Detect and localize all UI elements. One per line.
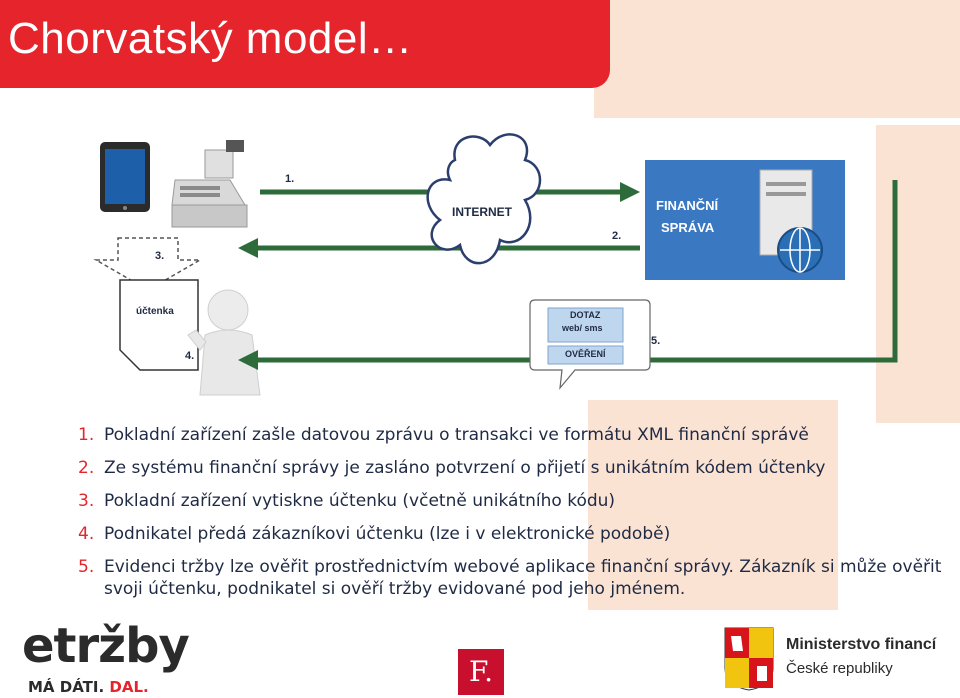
f-logo-text: F. — [469, 655, 493, 688]
list-item: 3. Pokladní zařízení vytiskne účtenku (v… — [78, 490, 948, 512]
list-item-number: 1. — [78, 425, 95, 445]
list-item: 5. Evidenci tržby lze ověřit prostřednic… — [78, 556, 948, 600]
etrzby-slogan-part-1: MÁ DÁTI. — [28, 678, 105, 696]
query-label-line-2: web/ sms — [562, 323, 603, 333]
ministry-coat-of-arms-icon — [723, 626, 775, 692]
list-item-number: 5. — [78, 557, 95, 577]
list-item-number: 3. — [78, 491, 95, 511]
list-item-text: Ze systému finanční správy je zasláno po… — [104, 458, 826, 478]
receipt-label: účtenka — [136, 306, 174, 317]
step-3-label: 3. — [155, 250, 165, 262]
step-2-label: 2. — [612, 230, 622, 242]
tablet-icon — [100, 142, 150, 212]
internet-label: INTERNET — [452, 205, 512, 219]
process-diagram: 1. 2. 3. 4. 5. INTERNET FINANČNÍ SPRÁVA … — [0, 120, 960, 420]
f-logo: F. — [458, 649, 504, 695]
diagram-svg — [93, 133, 898, 396]
list-item: 1. Pokladní zařízení zašle datovou zpráv… — [78, 424, 948, 446]
step-5-label: 5. — [651, 335, 661, 347]
process-steps-list: 1. Pokladní zařízení zašle datovou zpráv… — [78, 424, 948, 611]
finance-authority-box — [645, 160, 845, 280]
decor-peach-right — [876, 125, 960, 423]
arrow-step-5 — [238, 180, 898, 370]
list-item-text: Evidenci tržby lze ověřit prostřednictví… — [104, 557, 942, 599]
etrzby-slogan-part-2: DAL. — [109, 678, 149, 696]
ministry-name-line-1: Ministerstvo financí — [786, 636, 937, 653]
slide-title: Chorvatský model… — [8, 14, 413, 63]
cash-register-icon — [171, 140, 248, 228]
finance-label-line-2: SPRÁVA — [661, 220, 715, 235]
step-1-label: 1. — [285, 173, 295, 185]
arrow-step-3 — [93, 237, 203, 291]
query-label-line-1: DOTAZ — [570, 310, 601, 320]
finance-label-line-1: FINANČNÍ — [656, 198, 719, 213]
list-item-text: Pokladní zařízení zašle datovou zprávu o… — [104, 425, 809, 445]
title-bar: Chorvatský model… — [0, 0, 610, 88]
decor-peach-mid — [588, 400, 838, 610]
list-item-number: 2. — [78, 458, 95, 478]
receipt-document-icon — [119, 279, 199, 371]
etrzby-logo-text: etržby — [22, 618, 190, 674]
etrzby-slogan: MÁ DÁTI. DAL. — [28, 678, 149, 696]
ministry-name-line-2: České republiky — [786, 660, 893, 677]
step-4-label: 4. — [185, 350, 195, 362]
footer: etržby MÁ DÁTI. DAL. F. Ministerstvo fin… — [0, 618, 960, 698]
list-item-text: Podnikatel předá zákazníkovi účtenku (lz… — [104, 524, 671, 544]
list-item: 2. Ze systému finanční správy je zasláno… — [78, 457, 948, 479]
businessman-figure-icon — [187, 289, 261, 396]
list-item: 4. Podnikatel předá zákazníkovi účtenku … — [78, 523, 948, 545]
query-bubble — [529, 299, 651, 390]
list-item-number: 4. — [78, 524, 95, 544]
internet-cloud-icon — [426, 133, 542, 265]
etrzby-logo: etržby MÁ DÁTI. DAL. — [22, 618, 222, 696]
list-item-text: Pokladní zařízení vytiskne účtenku (včet… — [104, 491, 616, 511]
verify-label: OVĚŘENÍ — [565, 349, 606, 359]
ministry-name: Ministerstvo financí České republiky — [786, 636, 936, 677]
decor-peach-top — [594, 0, 960, 118]
